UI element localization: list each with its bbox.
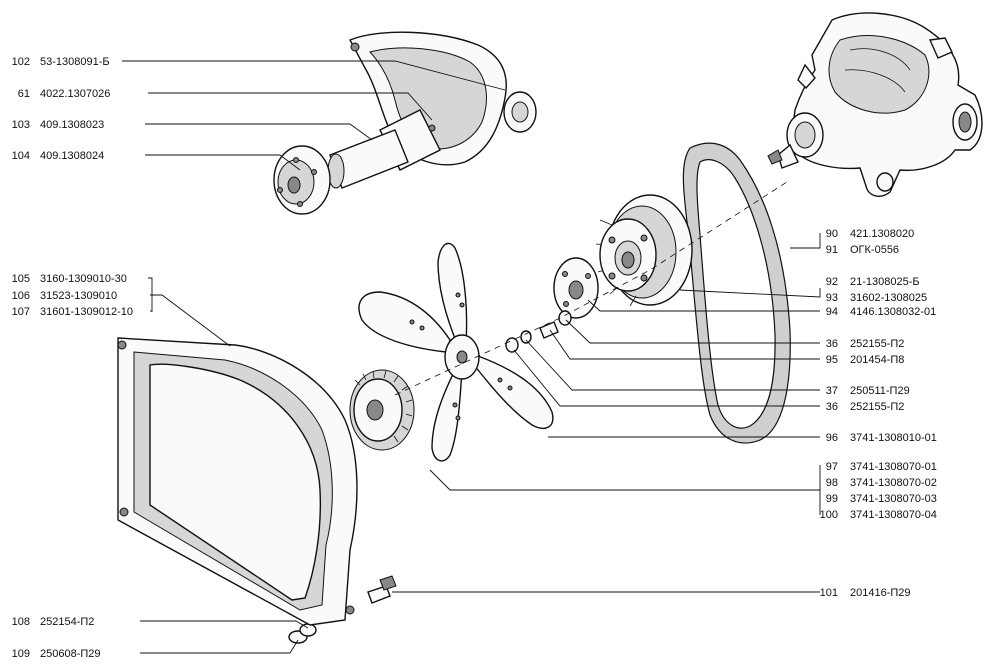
- label-code: ОГК-0556: [850, 244, 899, 256]
- label-code: 409.1308024: [40, 150, 104, 162]
- label-num: 103: [12, 119, 30, 131]
- label-code: 250511-П29: [850, 385, 910, 397]
- label-code: 3160-1309010-30: [40, 273, 127, 285]
- fan-drawing: [358, 242, 554, 462]
- spacer-flange-drawing: [553, 257, 599, 319]
- label-code: 4146.1308032-01: [850, 306, 936, 318]
- label-num: 102: [12, 56, 30, 68]
- label-num: 92: [826, 276, 838, 288]
- label-code: 252154-П2: [40, 616, 94, 628]
- label-num: 105: [12, 273, 30, 285]
- right-labels: 90 421.1308020 91 ОГК-0556 92 21-1308025…: [820, 228, 937, 599]
- label-num: 95: [826, 354, 838, 366]
- label-num: 101: [820, 587, 838, 599]
- label-code: 201454-П8: [850, 354, 904, 366]
- label-num: 90: [826, 228, 838, 240]
- label-code: 3741-1308070-01: [850, 461, 937, 473]
- leader-lines: [122, 60, 821, 654]
- label-num: 93: [826, 292, 838, 304]
- cover-and-shaft-drawing: [273, 31, 537, 215]
- label-code: 31601-1309012-10: [40, 306, 133, 318]
- label-code: 21-1308025-Б: [850, 276, 920, 288]
- label-code: 252155-П2: [850, 401, 904, 413]
- label-num: 36: [826, 401, 838, 413]
- pulley-drawing: [595, 194, 693, 307]
- label-code: 201416-П29: [850, 587, 911, 599]
- label-num: 98: [826, 477, 838, 489]
- label-num: 36: [826, 338, 838, 350]
- label-num: 96: [826, 432, 838, 444]
- label-num: 94: [826, 306, 838, 318]
- label-code: 409.1308023: [40, 119, 104, 131]
- label-num: 97: [826, 461, 838, 473]
- label-code: 31602-1308025: [850, 292, 927, 304]
- label-num: 61: [18, 88, 30, 100]
- label-code: 3741-1308070-03: [850, 493, 937, 505]
- water-pump-drawing: [767, 12, 983, 197]
- label-num: 91: [826, 244, 838, 256]
- assembly-axis: [394, 179, 791, 396]
- fasteners-drawing: [288, 310, 572, 644]
- label-num: 100: [820, 509, 838, 521]
- label-code: 252155-П2: [850, 338, 904, 350]
- label-num: 108: [12, 616, 30, 628]
- label-code: 3741-1308070-04: [850, 509, 937, 521]
- label-code: 31523-1309010: [40, 290, 117, 302]
- label-code: 4022.1307026: [40, 88, 110, 100]
- label-code: 53-1308091-Б: [40, 56, 110, 68]
- label-code: 421.1308020: [850, 228, 914, 240]
- label-code: 3741-1308070-02: [850, 477, 937, 489]
- label-num: 109: [12, 648, 30, 660]
- label-code: 3741-1308010-01: [850, 432, 937, 444]
- label-num: 107: [12, 306, 30, 318]
- fan-shroud-drawing: [117, 337, 358, 626]
- label-num: 104: [12, 150, 30, 162]
- label-num: 37: [826, 385, 838, 397]
- fan-clutch-drawing: [349, 369, 415, 451]
- label-num: 106: [12, 290, 30, 302]
- label-code: 250608-П29: [40, 648, 101, 660]
- label-num: 99: [826, 493, 838, 505]
- left-labels: 102 53-1308091-Б 61 4022.1307026 103 409…: [12, 56, 133, 660]
